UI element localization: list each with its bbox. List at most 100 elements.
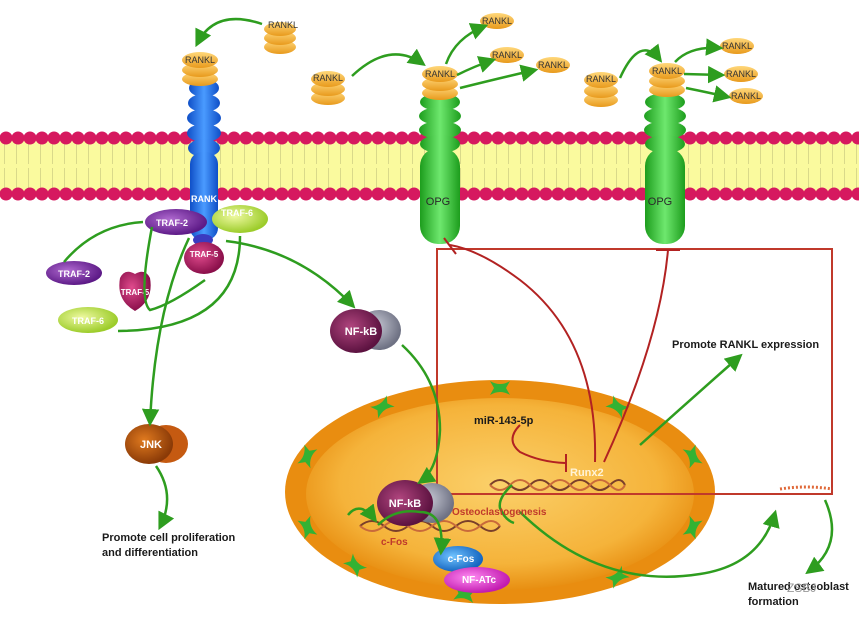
membrane-head-outer: [167, 131, 181, 145]
membrane-head-inner: [107, 187, 121, 201]
membrane-head-outer: [611, 131, 625, 145]
membrane-head-inner: [359, 187, 373, 201]
traf5-bound: TRAF-5: [184, 242, 224, 274]
membrane-head-inner: [0, 187, 13, 201]
membrane-head-outer: [683, 131, 697, 145]
membrane-head-inner: [347, 187, 361, 201]
membrane-head-inner: [215, 187, 229, 201]
watermark: ZSBJ: [787, 581, 816, 595]
membrane-head-inner: [851, 187, 859, 201]
membrane-head-outer: [551, 131, 565, 145]
membrane-head-inner: [131, 187, 145, 201]
nfkb-nucleus: NF-kB: [377, 480, 454, 526]
nuclear-pore: [297, 515, 318, 540]
membrane-head-outer: [719, 131, 733, 145]
svg-text:NF-kB: NF-kB: [389, 498, 421, 510]
membrane-head-outer: [47, 131, 61, 145]
membrane-head-outer: [107, 131, 121, 145]
inhibition-lines: [443, 237, 680, 472]
svg-text:RANKL: RANKL: [586, 74, 616, 84]
membrane-head-outer: [143, 131, 157, 145]
membrane-head-outer: [563, 131, 577, 145]
membrane-head-inner: [155, 187, 169, 201]
membrane-head-outer: [491, 131, 505, 145]
membrane-head-outer: [395, 131, 409, 145]
membrane-head-inner: [263, 187, 277, 201]
membrane-head-inner: [827, 187, 841, 201]
membrane-head-outer: [119, 131, 133, 145]
membrane-head-inner: [791, 187, 805, 201]
mature-line1: Matured osteoblast: [748, 581, 849, 593]
membrane-head-outer: [467, 131, 481, 145]
membrane-head-inner: [683, 187, 697, 201]
membrane-head-inner: [575, 187, 589, 201]
svg-text:RANKL: RANKL: [722, 41, 752, 51]
membrane-head-inner: [335, 187, 349, 201]
opg-label-1: OPG: [426, 196, 450, 208]
membrane-head-outer: [335, 131, 349, 145]
membrane-head-outer: [539, 131, 553, 145]
membrane-head-outer: [707, 131, 721, 145]
membrane-head-inner: [143, 187, 157, 201]
membrane-head-inner: [695, 187, 709, 201]
membrane-head-outer: [851, 131, 859, 145]
membrane-head-inner: [395, 187, 409, 201]
nuclear-pore: [605, 395, 630, 419]
nucleus: [285, 380, 715, 604]
svg-text:JNK: JNK: [140, 439, 162, 451]
svg-text:RANKL: RANKL: [492, 50, 522, 60]
svg-text:RANKL: RANKL: [652, 66, 682, 76]
promote-cell-line2: and differentiation: [102, 547, 198, 559]
membrane-head-outer: [227, 131, 241, 145]
membrane-head-inner: [587, 187, 601, 201]
traf2-bound: TRAF-2: [145, 209, 207, 235]
membrane-head-inner: [35, 187, 49, 201]
svg-text:TRAF-2: TRAF-2: [156, 218, 188, 228]
membrane-head-outer: [767, 131, 781, 145]
svg-text:TRAF-6: TRAF-6: [72, 316, 104, 326]
membrane-head-outer: [743, 131, 757, 145]
runx2-regulation-box: [436, 248, 833, 495]
membrane-head-inner: [47, 187, 61, 201]
membrane-head-outer: [95, 131, 109, 145]
membrane-head-inner: [563, 187, 577, 201]
svg-text:RANKL: RANKL: [185, 55, 215, 65]
membrane-head-inner: [179, 187, 193, 201]
cfos-dna-label: c-Fos: [381, 537, 408, 548]
jnk: JNK: [125, 424, 188, 464]
svg-text:RANKL: RANKL: [425, 69, 455, 79]
membrane-head-outer: [239, 131, 253, 145]
membrane-head-outer: [35, 131, 49, 145]
rankl-stack-right: RANKL: [584, 72, 618, 107]
svg-text:RANKL: RANKL: [731, 91, 761, 101]
nuclear-pore: [343, 553, 368, 578]
membrane-head-inner: [227, 187, 241, 201]
nfatc-protein: NF-ATc: [444, 567, 510, 593]
dna-lower: [359, 520, 501, 532]
membrane-head-outer: [791, 131, 805, 145]
membrane-head-outer: [839, 131, 853, 145]
membrane-head-outer: [71, 131, 85, 145]
membrane-head-outer: [479, 131, 493, 145]
membrane-head-inner: [167, 187, 181, 201]
opg-receptor-1: OPG: [419, 93, 461, 244]
membrane-head-outer: [407, 131, 421, 145]
membrane-head-inner: [71, 187, 85, 201]
rankl-stack-top: RANKL: [264, 20, 298, 54]
membrane-head-inner: [491, 187, 505, 201]
membrane-head-outer: [515, 131, 529, 145]
membrane-head-inner: [23, 187, 37, 201]
membrane-head-outer: [383, 131, 397, 145]
promote-rankl-label: Promote RANKL expression: [672, 339, 819, 351]
membrane-head-inner: [755, 187, 769, 201]
membrane-head-outer: [299, 131, 313, 145]
membrane-head-inner: [599, 187, 613, 201]
membrane-head-inner: [407, 187, 421, 201]
svg-text:TRAF-6: TRAF-6: [221, 208, 253, 218]
svg-text:RANKL: RANKL: [726, 69, 756, 79]
membrane-head-outer: [731, 131, 745, 145]
mir-label: miR-143-5p: [474, 415, 534, 427]
svg-text:NF-ATc: NF-ATc: [462, 575, 497, 586]
membrane-head-inner: [299, 187, 313, 201]
